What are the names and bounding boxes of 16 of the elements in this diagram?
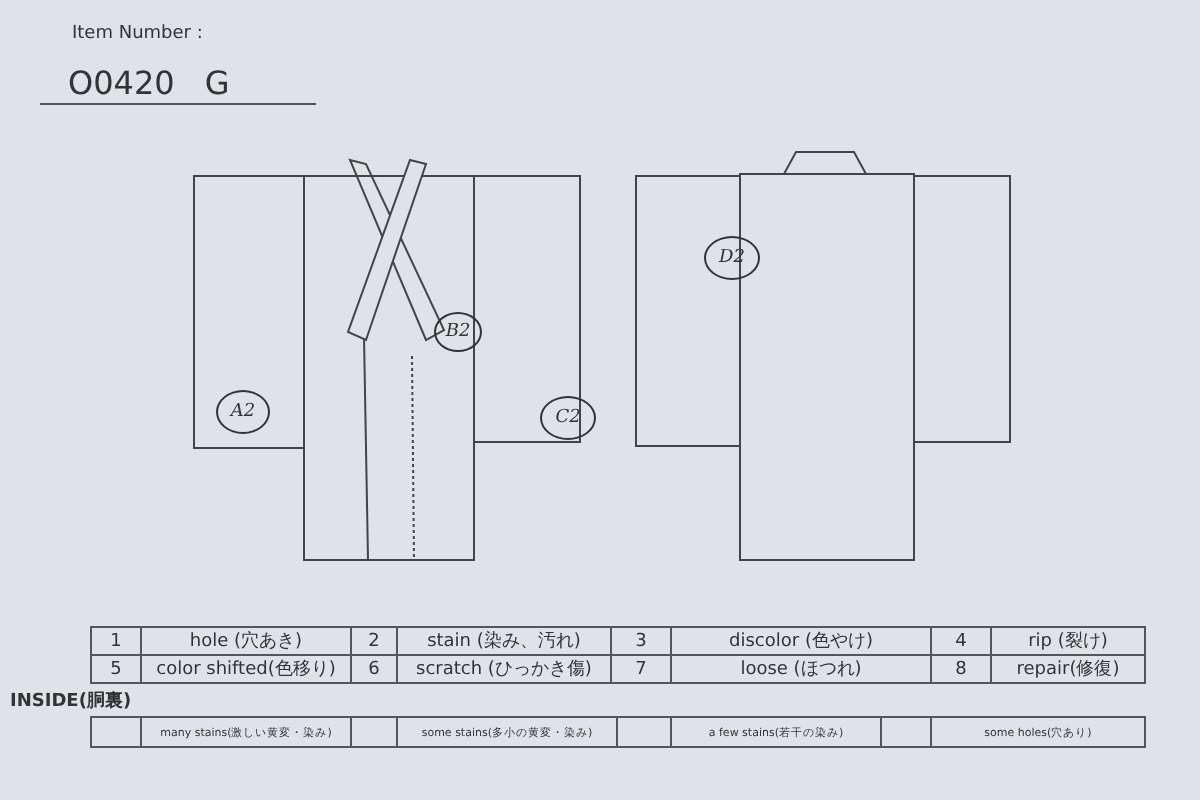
defect-name: scratch (ひっかき傷) [396, 654, 612, 684]
defect-number: 1 [90, 626, 142, 656]
defect-name: repair(修復) [990, 654, 1146, 684]
defect-name: loose (ほつれ) [670, 654, 932, 684]
defect-name: hole (穴あき) [140, 626, 352, 656]
item-number-label: Item Number : [72, 24, 203, 44]
section-heading: INSIDE(胴裏) [10, 689, 132, 714]
defect-number: 8 [930, 654, 992, 684]
item-number-value: O0420 G [68, 64, 230, 102]
defect-name: color shifted(色移り) [140, 654, 352, 684]
defect-name: rip (裂け) [990, 626, 1146, 656]
handwritten-mark: A2 [216, 390, 270, 434]
defect-number: 5 [90, 654, 142, 684]
defect-number: 6 [350, 654, 398, 684]
handwritten-mark: B2 [434, 312, 482, 352]
defect-name: discolor (色やけ) [670, 626, 932, 656]
